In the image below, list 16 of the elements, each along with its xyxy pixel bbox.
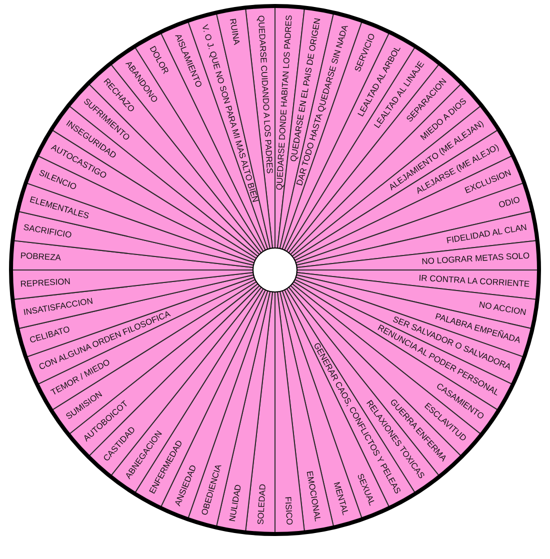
wheel-sector	[274, 291, 306, 534]
sector-label: NO LOGRAR METAS SOLO	[422, 251, 530, 266]
sector-label: IR CONTRA LA CORRIENTE	[418, 274, 530, 288]
sector-label: SOLEDAD	[256, 484, 267, 525]
sector-label: EMOCIONAL	[305, 470, 322, 522]
sector-label: POBREZA	[20, 251, 62, 262]
sector-label: FISICO	[284, 496, 294, 526]
sector-label: NO ACCION	[478, 300, 527, 317]
sector-label: MENTAL	[332, 481, 350, 516]
sector-label: QUEDARSE CUIDANDO A LOS PADRES	[256, 15, 274, 174]
sector-label: ODIO	[498, 195, 521, 210]
sector-label: REPRESION	[20, 277, 71, 288]
sector-label: SACRIFICIO	[22, 222, 72, 240]
sector-label: NULIDAD	[228, 484, 242, 522]
sector-label: RUINA	[228, 18, 242, 46]
sector-label: FIDELIDAD AL CLAN	[446, 222, 528, 245]
